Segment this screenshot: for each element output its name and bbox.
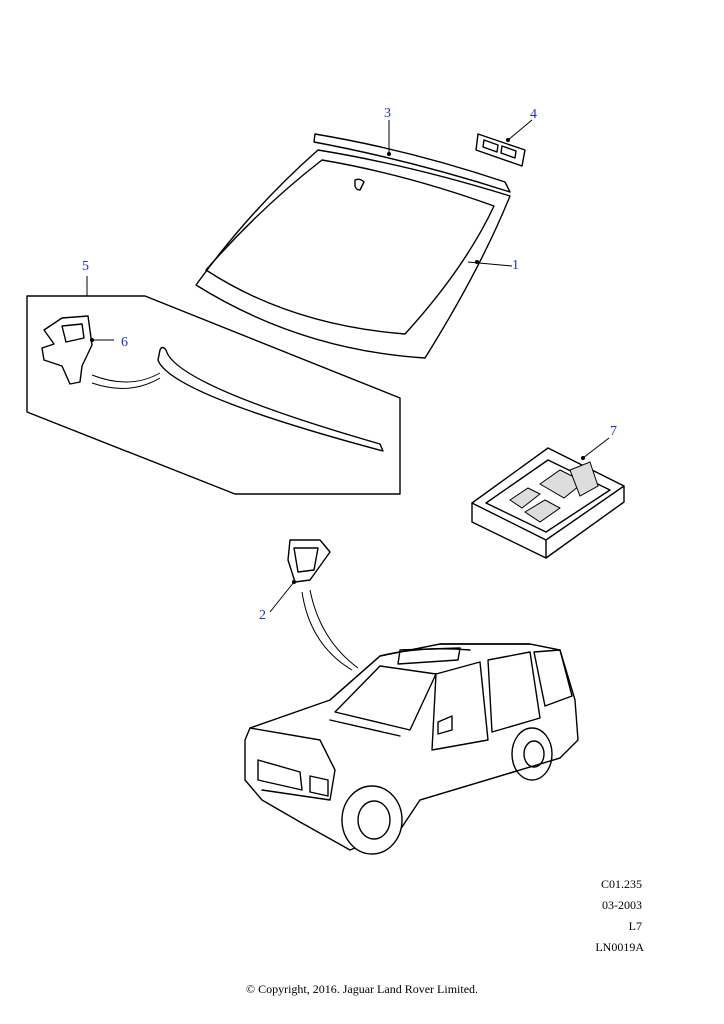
callout-4: 4 bbox=[530, 107, 537, 122]
finisher-kit[interactable] bbox=[26, 276, 401, 495]
kit-clip[interactable] bbox=[41, 315, 114, 385]
callout-5: 5 bbox=[82, 259, 89, 274]
vehicle-illustration bbox=[244, 643, 579, 855]
mirror-bracket[interactable] bbox=[269, 539, 359, 671]
windscreen-glass[interactable] bbox=[195, 149, 513, 359]
copyright-notice: © Copyright, 2016. Jaguar Land Rover Lim… bbox=[245, 982, 479, 996]
callout-3: 3 bbox=[384, 106, 391, 121]
callout-7: 7 bbox=[610, 424, 617, 439]
reference-code: C01.235 bbox=[600, 877, 642, 891]
reference-drawing: LN0019A bbox=[595, 940, 644, 954]
reference-model: L7 bbox=[628, 919, 642, 933]
reference-date: 03-2003 bbox=[602, 898, 642, 912]
finisher-clip[interactable] bbox=[475, 119, 533, 167]
top-finisher-strip[interactable] bbox=[313, 120, 511, 193]
callout-2: 2 bbox=[259, 608, 266, 623]
callout-1: 1 bbox=[512, 258, 519, 273]
callout-6: 6 bbox=[121, 335, 128, 350]
repair-kit-tray[interactable] bbox=[471, 437, 625, 559]
